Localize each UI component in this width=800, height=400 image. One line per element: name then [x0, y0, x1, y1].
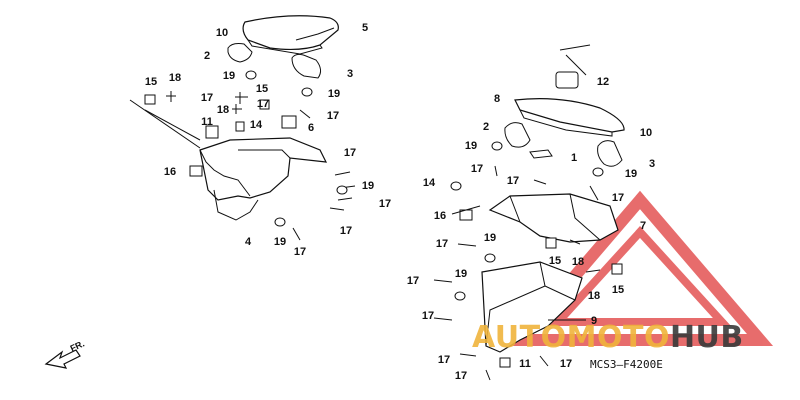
callout-label: 2: [482, 121, 490, 133]
callout-label: 17: [506, 175, 520, 187]
callout-label: 4: [244, 236, 252, 248]
callout-label: 17: [611, 192, 625, 204]
tail-housing-7: [488, 193, 619, 243]
callout-label: 19: [624, 168, 638, 180]
callout-label: 18: [216, 104, 230, 116]
callout-label: 2: [203, 50, 211, 62]
watermark-logo: AUTOMOTOHUB: [472, 320, 744, 355]
right-assembly: [433, 44, 625, 381]
left-assembly: [129, 15, 356, 241]
callout-label: 3: [346, 68, 354, 80]
callout-label: 19: [464, 140, 478, 152]
callout-label: 15: [548, 255, 562, 267]
callout-label: 16: [163, 166, 177, 178]
seat-pad-8: [514, 98, 625, 133]
callout-label: 17: [326, 110, 340, 122]
callout-label: 1: [570, 152, 578, 164]
callout-label: 17: [437, 354, 451, 366]
diagram-code: MCS3–F4200E: [590, 358, 663, 371]
callout-label: 11: [519, 358, 531, 370]
callout-label: 19: [222, 70, 236, 82]
tail-housing-4: [199, 137, 328, 201]
callout-label: 17: [406, 275, 420, 287]
callout-label: 17: [293, 246, 307, 258]
callout-label: 10: [215, 27, 229, 39]
callout-label: 15: [611, 284, 625, 296]
callout-label: 17: [421, 310, 435, 322]
callout-label: 19: [483, 232, 497, 244]
callout-label: 18: [587, 290, 601, 302]
callout-label: 17: [378, 198, 392, 210]
watermark-text-secondary: HUB: [669, 320, 744, 355]
callout-label: 17: [343, 147, 357, 159]
callout-label: 18: [571, 256, 585, 268]
callout-label: 19: [327, 88, 341, 100]
callout-label: 12: [596, 76, 610, 88]
callout-label: 15: [255, 83, 269, 95]
front-direction-arrow: [44, 349, 81, 369]
callout-label: 17: [256, 98, 270, 110]
callout-label: 7: [639, 220, 647, 232]
callout-label: 15: [144, 76, 158, 88]
callout-label: 17: [470, 163, 484, 175]
callout-label: 10: [639, 127, 653, 139]
callout-label: 8: [493, 93, 501, 105]
callout-label: 6: [307, 122, 315, 134]
watermark-triangle: [506, 190, 774, 346]
callout-label: 17: [200, 92, 214, 104]
callout-label: 17: [435, 238, 449, 250]
callout-label: 17: [559, 358, 573, 370]
callout-label: 14: [249, 119, 263, 131]
callout-label: 14: [422, 177, 436, 189]
callout-label: 18: [168, 72, 182, 84]
watermark-text-primary: AUTOMOTO: [472, 320, 670, 355]
callout-label: 16: [433, 210, 447, 222]
callout-label: 17: [339, 225, 353, 237]
callout-label: 11: [201, 116, 213, 128]
callout-label: 19: [273, 236, 287, 248]
callout-label: 3: [648, 158, 656, 170]
lower-panel-9: [481, 261, 583, 353]
callout-label: 17: [454, 370, 468, 382]
callout-label: 5: [361, 22, 369, 34]
seat-pad-5: [242, 15, 339, 51]
callout-label: 9: [590, 315, 598, 327]
callout-label: 19: [361, 180, 375, 192]
callout-label: 19: [454, 268, 468, 280]
